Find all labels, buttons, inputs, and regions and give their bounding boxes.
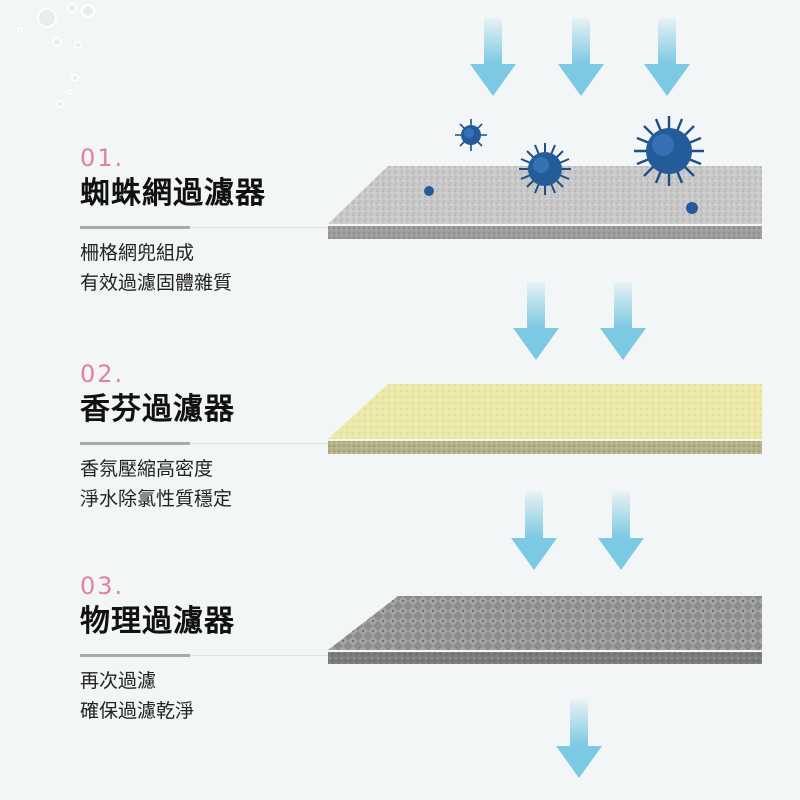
filter-layer-physical (328, 596, 762, 664)
arrow-down-icon (556, 700, 602, 778)
arrow-down-icon (558, 18, 604, 96)
arrow-down-icon (600, 282, 646, 360)
step-2: 02. 香芬過濾器 香氛壓縮高密度 淨水除氯性質穩定 (80, 360, 340, 510)
desc-line: 香氛壓縮高密度 (80, 458, 214, 480)
step-description: 香氛壓縮高密度 淨水除氯性質穩定 (80, 454, 232, 514)
step-3: 03. 物理過濾器 再次過濾 確保過濾乾淨 (80, 572, 340, 722)
virus-icon (519, 143, 571, 195)
divider (80, 442, 330, 445)
arrow-down-icon (511, 492, 557, 570)
desc-line: 有效過濾固體雜質 (80, 272, 233, 294)
desc-line: 確保過濾乾淨 (80, 700, 195, 722)
step-description: 再次過濾 確保過濾乾淨 (80, 666, 194, 726)
step-description: 柵格網兜組成 有效過濾固體雜質 (80, 238, 232, 298)
arrow-down-icon (470, 18, 516, 96)
virus-icon (686, 202, 698, 214)
virus-icon (455, 119, 487, 151)
arrow-down-icon (644, 18, 690, 96)
filter-layer-fragrance (328, 384, 762, 454)
step-title: 物理過濾器 (80, 604, 235, 639)
virus-icon (424, 186, 434, 196)
desc-line: 再次過濾 (80, 670, 157, 692)
step-1: 01. 蜘蛛網過濾器 柵格網兜組成 有效過濾固體雜質 (80, 144, 340, 294)
step-title: 蜘蛛網過濾器 (80, 176, 266, 211)
desc-line: 柵格網兜組成 (80, 242, 195, 264)
desc-line: 淨水除氯性質穩定 (80, 488, 233, 510)
step-number: 01. (80, 144, 125, 172)
step-number: 03. (80, 572, 125, 600)
divider (80, 654, 330, 657)
step-number: 02. (80, 360, 125, 388)
water-bubbles-icon (17, 3, 95, 108)
virus-icon (634, 116, 704, 186)
arrow-down-icon (598, 492, 644, 570)
arrow-down-icon (513, 282, 559, 360)
step-title: 香芬過濾器 (80, 392, 235, 427)
divider (80, 226, 330, 229)
